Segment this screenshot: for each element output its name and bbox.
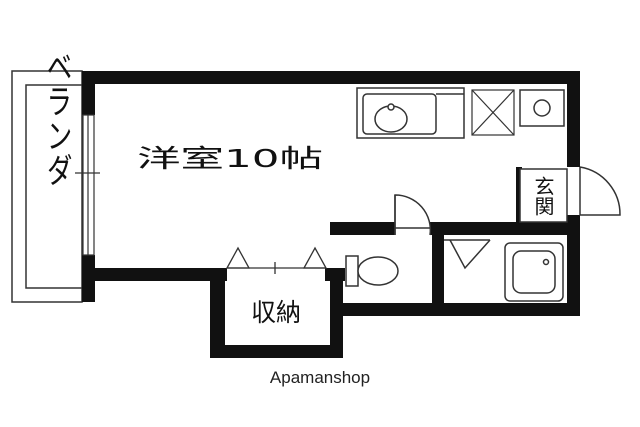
kitchen-counter <box>356 87 465 139</box>
watermark-text: Apamanshop <box>270 368 370 387</box>
stove-icon <box>471 89 515 136</box>
room-label-balcony: ベランダ <box>42 49 72 187</box>
balcony-window <box>75 114 100 256</box>
storage-doors <box>225 246 328 274</box>
toilet-room <box>345 194 432 287</box>
walls <box>82 71 580 358</box>
entrance <box>519 166 621 223</box>
balcony <box>11 70 83 303</box>
bath-room <box>444 239 564 302</box>
room-label-storage: 収納 <box>251 298 301 327</box>
washer-icon <box>519 89 565 127</box>
room-label-western: 洋室10帖 <box>137 144 323 173</box>
room-label-entrance: 玄関 <box>531 176 555 216</box>
